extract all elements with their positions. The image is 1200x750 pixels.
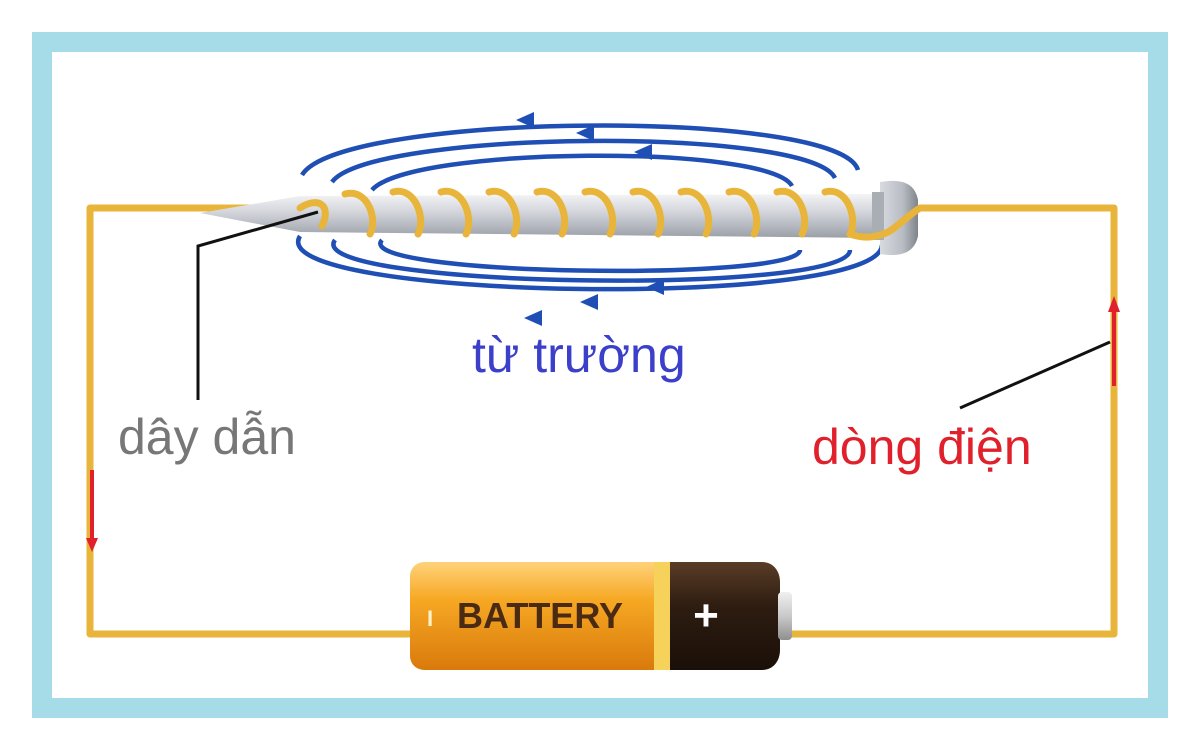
arrow-icon xyxy=(1108,296,1120,312)
arrowhead-icon xyxy=(580,294,598,310)
arrowhead-icon xyxy=(516,112,534,128)
current-arrows xyxy=(86,296,1120,552)
current-pointer xyxy=(959,340,1111,410)
outer-border xyxy=(32,32,1168,718)
battery-minus: I xyxy=(427,606,433,631)
battery-label: BATTERY xyxy=(457,595,623,636)
conductor-label: dây dẫn xyxy=(118,409,296,465)
magnetic-field-lines xyxy=(295,123,885,292)
circuit-wire xyxy=(86,204,1118,638)
wire-coil xyxy=(296,187,924,241)
battery: BATTERY + I xyxy=(410,562,792,670)
arrowhead-icon xyxy=(524,310,542,326)
arrowhead-icon xyxy=(576,125,594,141)
arrowhead-icon xyxy=(634,144,652,160)
arrowhead-icon xyxy=(646,279,664,295)
field-arrowheads xyxy=(516,112,664,326)
magnetic-field-label: từ trường xyxy=(472,327,686,383)
conductor-pointer xyxy=(196,210,319,400)
arrow-icon xyxy=(86,538,98,552)
current-label: dòng điện xyxy=(812,419,1032,475)
iron-nail xyxy=(200,180,918,256)
battery-plus: + xyxy=(693,591,719,640)
